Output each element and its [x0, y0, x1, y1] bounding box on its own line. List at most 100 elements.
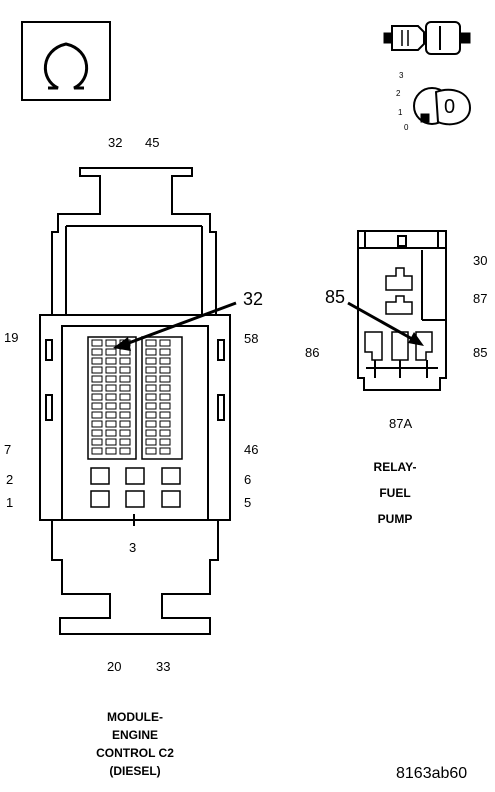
relay-title: RELAY- FUEL PUMP	[350, 460, 440, 526]
pin-cell	[105, 339, 117, 347]
pin-cell	[119, 429, 131, 437]
connector-title: MODULE- ENGINE CONTROL C2 (DIESEL)	[70, 710, 200, 778]
pin-cell	[145, 393, 157, 401]
connector-title-line-1: MODULE-	[107, 710, 163, 724]
callout-arrow-85	[347, 301, 424, 346]
reference-code: 8163ab60	[396, 765, 468, 782]
relay-title-line-3: PUMP	[377, 512, 413, 526]
pin-cell	[159, 447, 171, 455]
pin-cell	[105, 366, 117, 374]
pin-cell	[159, 420, 171, 428]
pin-cell	[91, 375, 103, 383]
pin-cell	[159, 339, 171, 347]
pin-label-45: 45	[145, 135, 160, 150]
connector-pin-cells	[91, 339, 171, 455]
pin-cell	[91, 429, 103, 437]
engine-control-connector	[39, 167, 231, 635]
connector-power-pins	[90, 467, 181, 508]
pin-cell	[145, 366, 157, 374]
pin-cell	[119, 420, 131, 428]
relay-title-line-2: FUEL	[379, 486, 411, 500]
pin-label-32: 32	[108, 135, 123, 150]
pin-cell	[145, 357, 157, 365]
pin-label-6: 6	[244, 472, 252, 487]
pin-cell	[145, 420, 157, 428]
pin-cell	[91, 447, 103, 455]
pin-cell	[91, 339, 103, 347]
pin-cell	[91, 393, 103, 401]
pin-cell	[91, 402, 103, 410]
relay-pin-87a: 87A	[389, 416, 413, 431]
pin-cell	[159, 357, 171, 365]
pin-cell	[145, 411, 157, 419]
pin-label-7: 7	[4, 442, 12, 457]
pin-cell	[119, 402, 131, 410]
pin-cell	[159, 393, 171, 401]
pin-cell	[119, 393, 131, 401]
pin-cell	[91, 438, 103, 446]
pin-cell	[105, 402, 117, 410]
pin-cell	[91, 366, 103, 374]
pin-cell	[119, 438, 131, 446]
pin-cell	[119, 411, 131, 419]
callout-label-85: 85	[325, 287, 346, 307]
ignition-key-label: 0	[444, 96, 456, 118]
pin-label-46: 46	[244, 442, 259, 457]
pin-label-33: 33	[156, 659, 171, 674]
pin-label-5: 5	[244, 495, 252, 510]
pin-cell	[105, 438, 117, 446]
relay-pin-87: 87	[473, 291, 488, 306]
ignition-position-0: 0	[404, 123, 409, 132]
pin-cell	[119, 375, 131, 383]
relay-title-line-1: RELAY-	[373, 460, 417, 474]
pin-cell	[105, 357, 117, 365]
pin-cell	[119, 357, 131, 365]
connector-plug-icon	[383, 21, 471, 55]
ignition-position-1: 1	[398, 108, 403, 117]
pin-cell	[145, 348, 157, 356]
pin-cell	[119, 447, 131, 455]
pin-label-3: 3	[129, 540, 137, 555]
pin-label-19: 19	[4, 330, 19, 345]
pin-cell	[159, 402, 171, 410]
ignition-key-icon	[413, 87, 472, 126]
ignition-position-2: 2	[396, 89, 401, 98]
pin-cell	[105, 393, 117, 401]
connector-title-line-3: CONTROL C2	[96, 746, 174, 760]
pin-cell	[91, 357, 103, 365]
pin-cell	[145, 438, 157, 446]
callout-arrow-32	[113, 301, 237, 351]
pin-cell	[159, 429, 171, 437]
connector-title-line-2: ENGINE	[111, 728, 158, 742]
pin-cell	[105, 420, 117, 428]
pin-cell	[159, 438, 171, 446]
pin-cell	[119, 384, 131, 392]
pin-label-2: 2	[6, 472, 14, 487]
pin-label-58: 58	[244, 331, 259, 346]
pin-cell	[105, 411, 117, 419]
ohm-icon	[21, 21, 111, 101]
pin-cell	[119, 366, 131, 374]
pin-cell	[105, 375, 117, 383]
pin-cell	[159, 348, 171, 356]
pin-cell	[105, 348, 117, 356]
pin-cell	[145, 429, 157, 437]
pin-cell	[91, 411, 103, 419]
pin-label-20: 20	[107, 659, 122, 674]
pin-cell	[159, 411, 171, 419]
pin-cell	[159, 366, 171, 374]
fuel-pump-relay	[357, 230, 447, 391]
pin-cell	[159, 375, 171, 383]
pin-cell	[91, 384, 103, 392]
pin-cell	[145, 384, 157, 392]
pin-cell	[145, 402, 157, 410]
pin-label-1: 1	[6, 495, 14, 510]
pin-cell	[91, 420, 103, 428]
pin-cell	[145, 339, 157, 347]
pin-cell	[159, 384, 171, 392]
pin-cell	[145, 447, 157, 455]
pin-cell	[105, 429, 117, 437]
pin-cell	[145, 375, 157, 383]
pin-cell	[105, 384, 117, 392]
